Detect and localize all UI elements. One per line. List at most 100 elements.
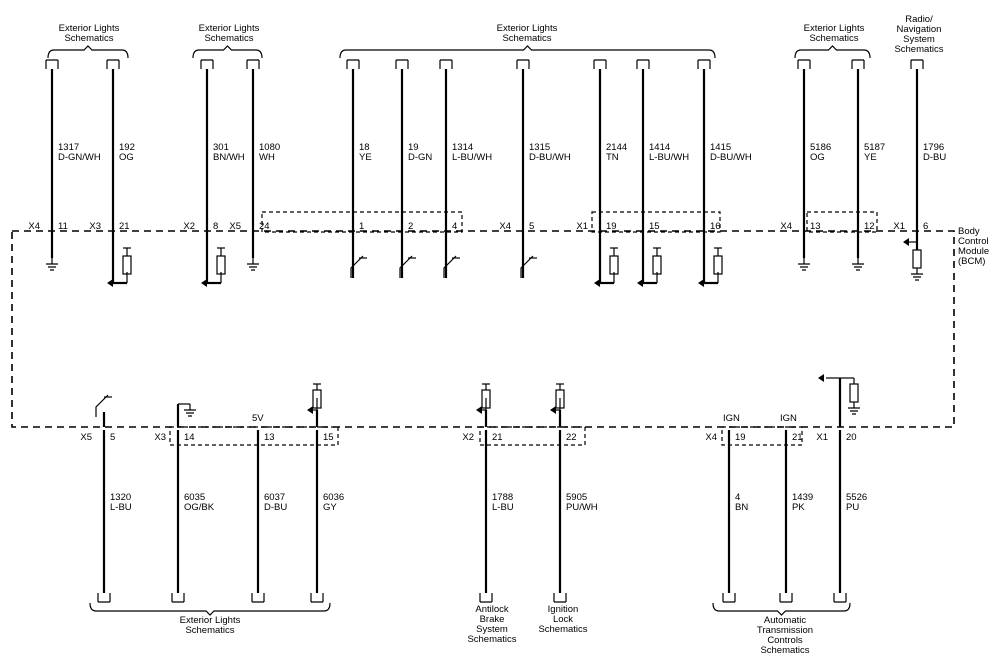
top-wire-10-terminal: [636, 59, 650, 69]
top-wire-14-arrow-icon: [903, 238, 909, 246]
bottom-wire-3-terminal: [251, 593, 265, 603]
bottom-wire-8-color: PK: [792, 502, 805, 513]
header-top1-line1: Exterior Lights: [59, 23, 120, 34]
top-wire-5-pin: 1: [359, 221, 364, 232]
top-wire-13-ground-icon: [852, 258, 864, 271]
top-wire-9-conn: X1: [576, 221, 588, 232]
top-wire-6-terminal: [395, 59, 409, 69]
top-wire-10-pin: 15: [649, 221, 660, 232]
bottom-wire-9-terminal: [833, 593, 847, 603]
top-wire-14-circuit: 1796: [923, 142, 944, 153]
top-wire-4-pin: 24: [259, 221, 270, 232]
header-top4-line1: Exterior Lights: [804, 23, 865, 34]
module-label-line1: Body: [958, 226, 980, 237]
top-wire-12-pin: 13: [810, 221, 821, 232]
top-wire-4-ground-icon: [247, 258, 259, 271]
top-wire-11-color: D-BU/WH: [710, 152, 752, 163]
header-bot1-line1: Exterior Lights: [180, 615, 241, 626]
header-bot2-line4: Schematics: [467, 634, 516, 645]
top-wire-14-ground-icon: [911, 268, 923, 281]
header-bot3-line1: Ignition: [548, 604, 579, 615]
top-wire-4-circuit: 1080: [259, 142, 280, 153]
top-connector-box-2: [591, 211, 721, 233]
header-top4-line2: Schematics: [809, 33, 858, 44]
top-wire-3-circuit: 301: [213, 142, 229, 153]
top-wire-1-conn: X4: [28, 221, 40, 232]
top-wire-5-terminal: [346, 59, 360, 69]
bottom-wire-5-arrow-icon: [476, 406, 482, 414]
top-wire-8-terminal: [516, 59, 530, 69]
top-wire-14-pin: 6: [923, 221, 928, 232]
header-bot4-line4: Schematics: [760, 645, 809, 656]
module-label-line4: (BCM): [958, 256, 985, 267]
bottom-wire-6-color: PU/WH: [566, 502, 598, 513]
header-top5-line4: Schematics: [894, 44, 943, 55]
top-wire-11-pin: 16: [710, 221, 721, 232]
top-wire-14-color: D-BU: [923, 152, 946, 163]
header-bot2-line3: System: [476, 624, 508, 635]
top-wire-11-arrow-icon: [698, 279, 704, 287]
top-wire-3-conn: X2: [183, 221, 195, 232]
top-wire-14-conn: X1: [893, 221, 905, 232]
top-wire-1-color: D-GN/WH: [58, 152, 101, 163]
top-wire-9-color: TN: [606, 152, 619, 163]
top-wire-10-arrow-icon: [637, 279, 643, 287]
top-bracket-3: [339, 45, 716, 59]
top-connector-box-3: [806, 211, 878, 233]
bottom-wire-8-supply: IGN: [780, 413, 797, 424]
top-wire-5-circuit: 18: [359, 142, 370, 153]
top-bracket-4: [794, 45, 871, 59]
top-wire-4-color: WH: [259, 152, 275, 163]
top-wire-4-conn: X5: [229, 221, 241, 232]
bottom-wire-1-conn: X5: [80, 432, 92, 443]
bottom-wire-1-terminal: [97, 593, 111, 603]
top-wire-2-resistor-icon: [122, 255, 132, 275]
bottom-wire-1-pin: 5: [110, 432, 115, 443]
header-top5-line3: System: [903, 34, 935, 45]
top-bracket-2: [192, 45, 263, 59]
bottom-wire-8-terminal: [779, 593, 793, 603]
bottom-wire-7-conn: X4: [705, 432, 717, 443]
top-wire-6-circuit: 19: [408, 142, 419, 153]
bottom-connector-box-2: [479, 426, 586, 446]
bottom-connector-box-1: [169, 426, 339, 446]
top-wire-11-circuit: 1415: [710, 142, 731, 153]
top-wire-2-terminal: [106, 59, 120, 69]
top-wire-12-color: OG: [810, 152, 825, 163]
top-wire-8-conn: X4: [499, 221, 511, 232]
header-top5-line2: Navigation: [897, 24, 942, 35]
bottom-wire-3-color: D-BU: [264, 502, 287, 513]
top-wire-4-terminal: [246, 59, 260, 69]
header-brackets: [47, 45, 871, 616]
top-bracket-1: [47, 45, 129, 59]
top-wire-10-circuit: 1414: [649, 142, 670, 153]
top-wire-5-switch-icon: [350, 255, 364, 278]
top-wire-12-conn: X4: [780, 221, 792, 232]
top-wire-7-pin: 4: [452, 221, 457, 232]
header-bot1-line2: Schematics: [185, 625, 234, 636]
top-wire-6-color: D-GN: [408, 152, 432, 163]
bottom-wire-2-ground-icon: [184, 404, 196, 417]
module-label-line2: Control: [958, 236, 989, 247]
top-wire-1-pin: 11: [58, 221, 68, 232]
top-wire-8-pin: 5: [529, 221, 534, 232]
top-wire-6-switch-icon: [399, 255, 413, 278]
bottom-wire-6-arrow-icon: [550, 406, 556, 414]
header-top1-line2: Schematics: [64, 33, 113, 44]
bottom-wire-6-circuit: 5905: [566, 492, 587, 503]
bottom-wire-9-pin: 20: [846, 432, 857, 443]
top-wire-10-color: L-BU/WH: [649, 152, 689, 163]
bottom-wire-8-pin: 21: [792, 432, 803, 443]
bottom-wire-2-terminal: [171, 593, 185, 603]
top-wire-3-resistor-icon: [216, 255, 226, 275]
top-wire-13-terminal: [851, 59, 865, 69]
header-bot3-line2: Lock: [553, 614, 573, 625]
top-wire-2-conn: X3: [89, 221, 101, 232]
top-wire-9-arrow-icon: [594, 279, 600, 287]
header-bot4-line1: Automatic: [764, 615, 806, 626]
top-wire-8-color: D-BU/WH: [529, 152, 571, 163]
bottom-wire-6-terminal: [553, 593, 567, 603]
bottom-wire-7-pin: 19: [735, 432, 746, 443]
